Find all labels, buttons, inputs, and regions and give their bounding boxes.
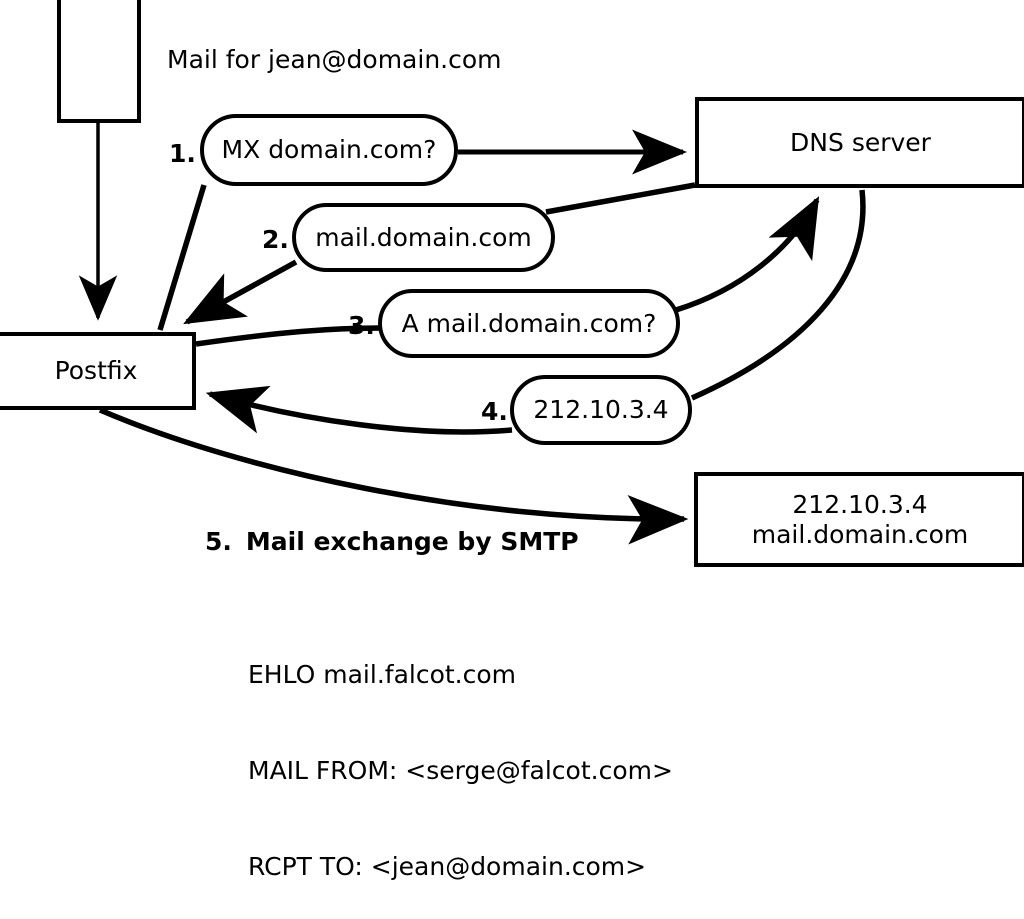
step-5-label: Mail exchange by SMTP [245,527,579,556]
arrow-step3-to-dns [675,196,820,313]
target-mail-server-box[interactable]: 212.10.3.4 mail.domain.com [694,472,1024,567]
arrow-step4-to-postfix [205,385,513,435]
smtp-transcript: EHLO mail.falcot.com MAIL FROM: <serge@f… [248,595,673,919]
step-1-label: MX domain.com? [221,135,437,165]
incoming-mail-caption: Mail for jean@domain.com [167,45,502,74]
step-5: 5. Mail exchange by SMTP [205,527,579,556]
transcript-line: MAIL FROM: <serge@falcot.com> [248,756,673,785]
target-server-hostname: mail.domain.com [751,519,969,549]
dns-server-box[interactable]: DNS server [695,97,1024,188]
step-4-pill[interactable]: 212.10.3.4 [510,375,692,445]
step-3-pill[interactable]: A mail.domain.com? [378,289,680,358]
step-4-number: 4. [481,397,508,426]
transcript-line: EHLO mail.falcot.com [248,660,517,689]
step-1-number: 1. [169,139,196,168]
postfix-label: Postfix [54,356,138,386]
arrow-step2-to-postfix [183,259,298,325]
line-dns-to-step4 [690,189,866,401]
step-2-number: 2. [262,225,289,254]
step-3-number: 3. [348,311,375,340]
step-1-pill[interactable]: MX domain.com? [200,114,458,186]
postfix-box[interactable]: Postfix [0,332,196,410]
target-server-ip: 212.10.3.4 [792,490,928,519]
step-4-label: 212.10.3.4 [533,395,669,425]
step-5-number: 5. [205,527,232,556]
step-2-label: mail.domain.com [315,222,532,252]
line-dns-to-step2 [545,182,696,215]
transcript-line: RCPT TO: <jean@domain.com> [248,852,647,881]
source-mail-box [57,0,141,123]
dns-server-label: DNS server [790,127,931,157]
step-3-label: A mail.domain.com? [401,308,657,338]
step-2-pill[interactable]: mail.domain.com [292,203,555,272]
line-postfix-to-step1 [157,184,207,331]
